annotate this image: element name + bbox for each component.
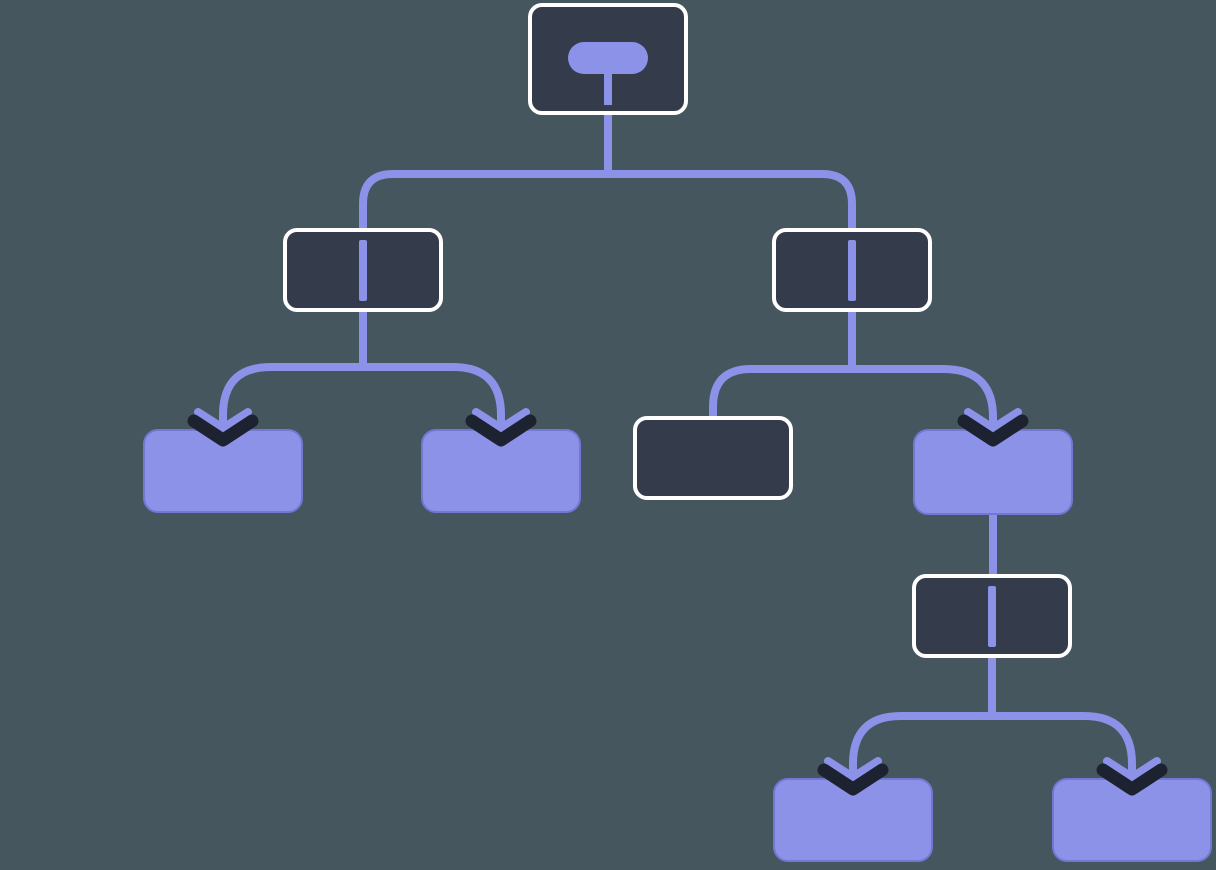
root-pill-icon	[568, 42, 648, 74]
pass-through-line	[848, 240, 856, 301]
connector-edge-left-children	[219, 363, 505, 433]
connector-edge-level1	[359, 170, 856, 236]
connector-edge-lower-children	[849, 712, 1136, 782]
chevron-double-down-icon	[817, 757, 889, 796]
pass-through-line	[359, 240, 367, 301]
chevron-double-down-icon	[187, 408, 259, 447]
chevron-double-down-icon	[1096, 757, 1168, 796]
chevron-double-down-icon	[957, 408, 1029, 447]
flow-node-mid-plain[interactable]	[633, 416, 793, 500]
flow-node-mid-target[interactable]	[913, 429, 1073, 515]
root-pill-stem	[604, 72, 612, 105]
connector-edge-right-children	[709, 365, 997, 433]
chevron-double-down-icon	[465, 408, 537, 447]
pass-through-line	[988, 586, 996, 647]
